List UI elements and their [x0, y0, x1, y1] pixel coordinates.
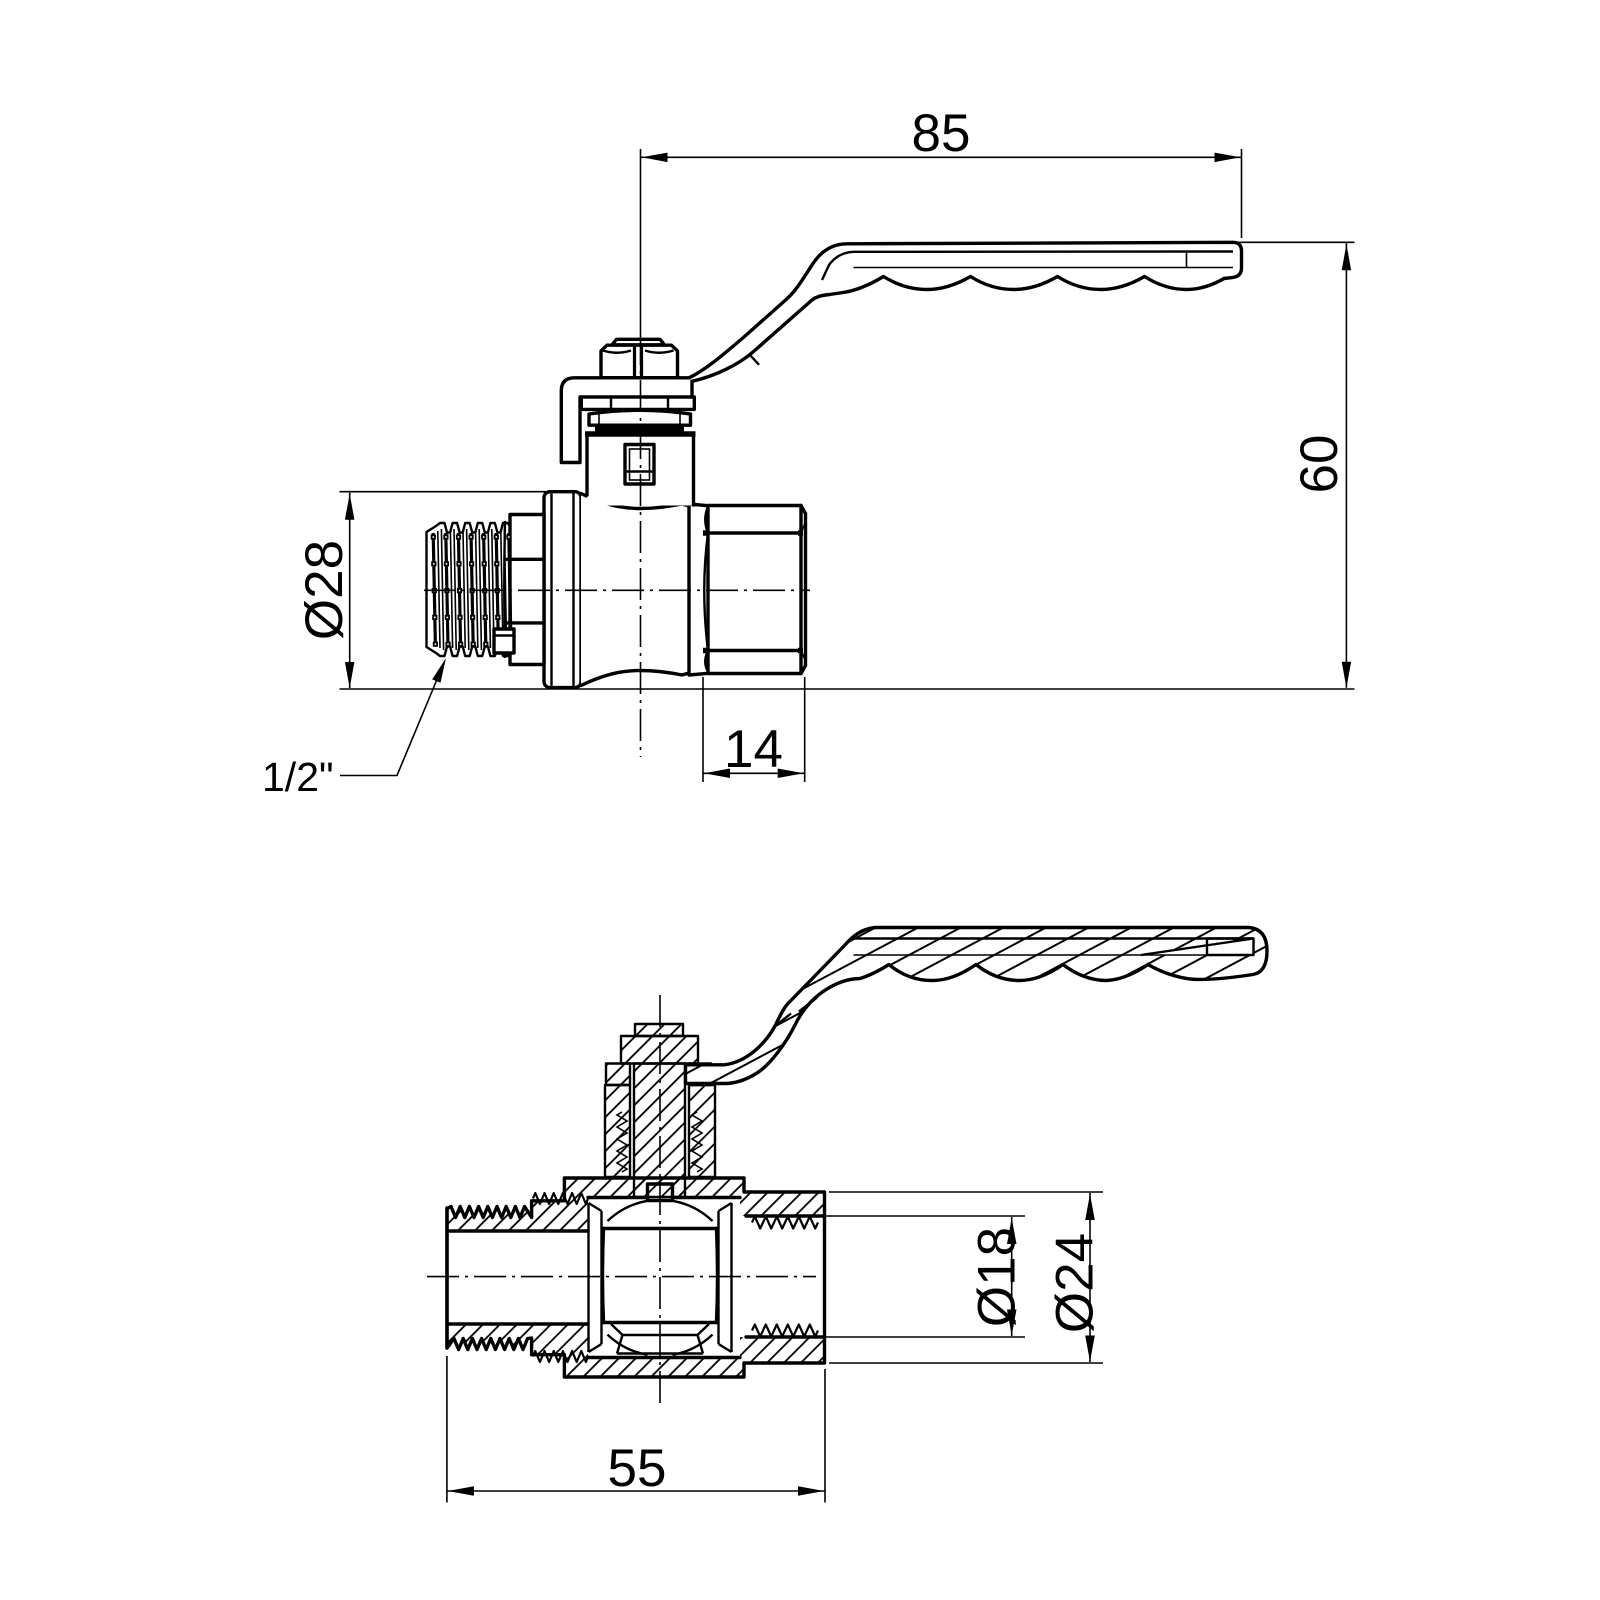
svg-text:55: 55	[608, 1439, 667, 1498]
svg-text:Ø24: Ø24	[1046, 1233, 1105, 1333]
svg-text:Ø28: Ø28	[295, 540, 354, 640]
svg-text:85: 85	[912, 104, 971, 163]
svg-text:60: 60	[1290, 435, 1349, 494]
svg-text:14: 14	[724, 720, 783, 779]
svg-text:1/2": 1/2"	[262, 754, 334, 800]
svg-text:Ø18: Ø18	[968, 1227, 1027, 1327]
